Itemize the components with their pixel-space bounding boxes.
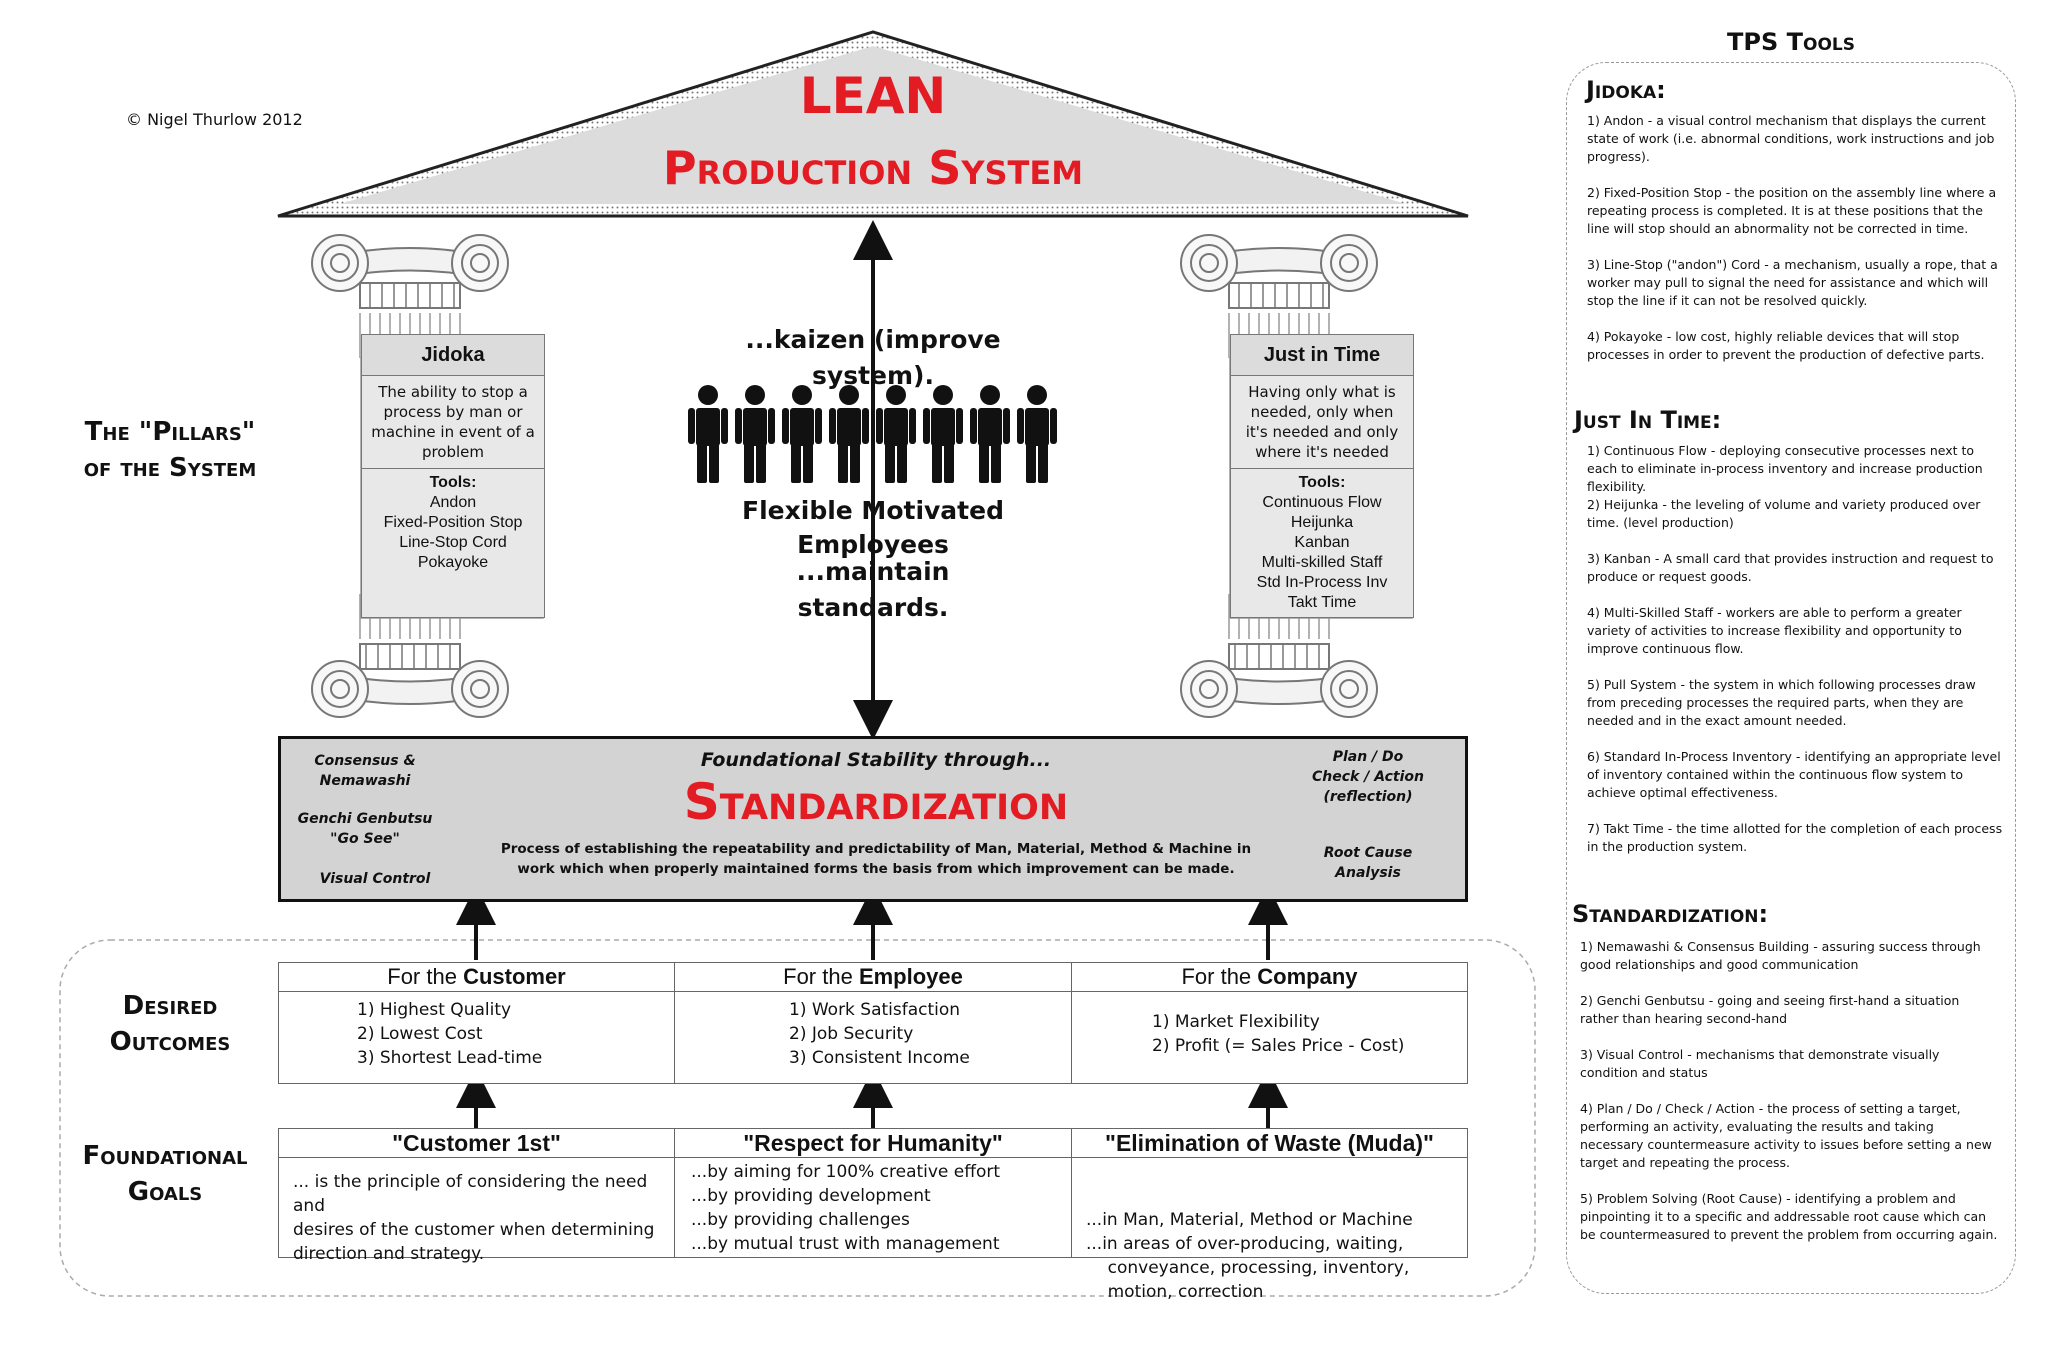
std-left-item-1: Consensus &Nemawashi bbox=[314, 753, 416, 789]
jidoka-pillar: Jidoka The ability to stop a process by … bbox=[361, 334, 545, 618]
tools-jidoka-item: 1) Andon - a visual control mechanism th… bbox=[1587, 113, 1995, 164]
tools-jit-item: 7) Takt Time - the time allotted for the… bbox=[1587, 821, 2003, 854]
std-description: Process of establishing the repeatabilit… bbox=[500, 841, 1252, 877]
goal-customer-first-text: ... is the principle of considering the … bbox=[293, 1172, 655, 1264]
tools-std-item: 1) Nemawashi & Consensus Building - assu… bbox=[1580, 939, 1981, 972]
goal-customer-first: "Customer 1st" ... is the principle of c… bbox=[278, 1128, 675, 1264]
std-left-item-3: Visual Control bbox=[319, 871, 431, 887]
outcome-company-header: For the Company bbox=[1072, 963, 1467, 992]
tools-jidoka-item: 4) Pokayoke - low cost, highly reliable … bbox=[1587, 329, 1985, 362]
jit-title: Just in Time bbox=[1231, 335, 1413, 376]
tools-jidoka-item: 3) Line-Stop ("andon") Cord - a mechanis… bbox=[1587, 257, 1998, 308]
tools-jidoka-item: 2) Fixed-Position Stop - the position on… bbox=[1587, 185, 1997, 236]
goal-elimination-waste: "Elimination of Waste (Muda)" ...in Man,… bbox=[1071, 1128, 1468, 1302]
jidoka-tools: Tools: Andon Fixed-Position Stop Line-St… bbox=[383, 474, 523, 571]
goal-customer-first-title: "Customer 1st" bbox=[279, 1129, 674, 1158]
goal-elimination-waste-text: ...in Man, Material, Method or Machine..… bbox=[1086, 1210, 1413, 1302]
tools-jit-item: 1) Continuous Flow - deploying consecuti… bbox=[1587, 443, 1983, 494]
copyright-notice: © Nigel Thurlow 2012 bbox=[126, 110, 303, 129]
jidoka-title: Jidoka bbox=[362, 335, 544, 376]
pillars-label: The "Pillars"of the System bbox=[83, 417, 257, 483]
lower-region-outline bbox=[59, 939, 1536, 1297]
tools-jit-item: 6) Standard In-Process Inventory - ident… bbox=[1587, 749, 2001, 800]
tools-jit-item: 2) Heijunka - the leveling of volume and… bbox=[1587, 497, 1981, 530]
tps-tools-title: TPS Tools bbox=[1727, 28, 1855, 56]
std-left-item-2: Genchi Genbutsu"Go See" bbox=[297, 811, 433, 847]
tools-std-item: 2) Genchi Genbutsu - going and seeing fi… bbox=[1580, 993, 1960, 1026]
outcome-customer-header: For the Customer bbox=[279, 963, 674, 992]
tools-jit-item: 3) Kanban - A small card that provides i… bbox=[1587, 551, 1994, 584]
roof-inner bbox=[340, 46, 1406, 204]
goal-respect-humanity-text: ...by aiming for 100% creative effort...… bbox=[691, 1162, 1001, 1254]
tps-tools-panel bbox=[1566, 62, 2016, 1294]
goal-elimination-waste-title: "Elimination of Waste (Muda)" bbox=[1072, 1129, 1467, 1158]
tools-jit-heading: Just In Time: bbox=[1574, 406, 1722, 434]
std-subtitle: Foundational Stability through... bbox=[700, 749, 1052, 771]
standardization-box: Consensus &Nemawashi Genchi Genbutsu"Go … bbox=[278, 736, 1468, 902]
tools-jidoka-heading: Jidoka: bbox=[1586, 76, 1666, 104]
jit-description: Having only what is needed, only when it… bbox=[1231, 376, 1413, 469]
jit-tools: Tools: Continuous Flow Heijunka Kanban M… bbox=[1256, 474, 1388, 611]
maintain-text: ...maintain standards. bbox=[796, 557, 950, 622]
goal-respect-humanity-title: "Respect for Humanity" bbox=[675, 1129, 1071, 1158]
tools-std-heading: Standardization: bbox=[1572, 900, 1769, 928]
goal-respect-humanity: "Respect for Humanity" ...by aiming for … bbox=[674, 1128, 1072, 1258]
outcome-employee-header: For the Employee bbox=[675, 963, 1071, 992]
std-title: Standardization bbox=[683, 773, 1069, 831]
employees-text: Flexible Motivated Employees bbox=[742, 496, 1004, 559]
tools-std-item: 4) Plan / Do / Check / Action - the proc… bbox=[1580, 1101, 1992, 1170]
tools-jit-item: 4) Multi-Skilled Staff - workers are abl… bbox=[1587, 605, 1962, 656]
jit-pillar: Just in Time Having only what is needed,… bbox=[1230, 334, 1414, 618]
roof-title-lean: LEAN bbox=[799, 67, 947, 125]
kaizen-text: ...kaizen (improve system). bbox=[745, 325, 1001, 390]
tools-std-item: 3) Visual Control - mechanisms that demo… bbox=[1580, 1047, 1940, 1080]
roof-title-production-system: Production System bbox=[662, 141, 1084, 195]
jidoka-description: The ability to stop a process by man or … bbox=[362, 376, 544, 469]
tools-std-item: 5) Problem Solving (Root Cause) - identi… bbox=[1580, 1191, 1998, 1242]
tools-jit-item: 5) Pull System - the system in which fol… bbox=[1587, 677, 1976, 728]
